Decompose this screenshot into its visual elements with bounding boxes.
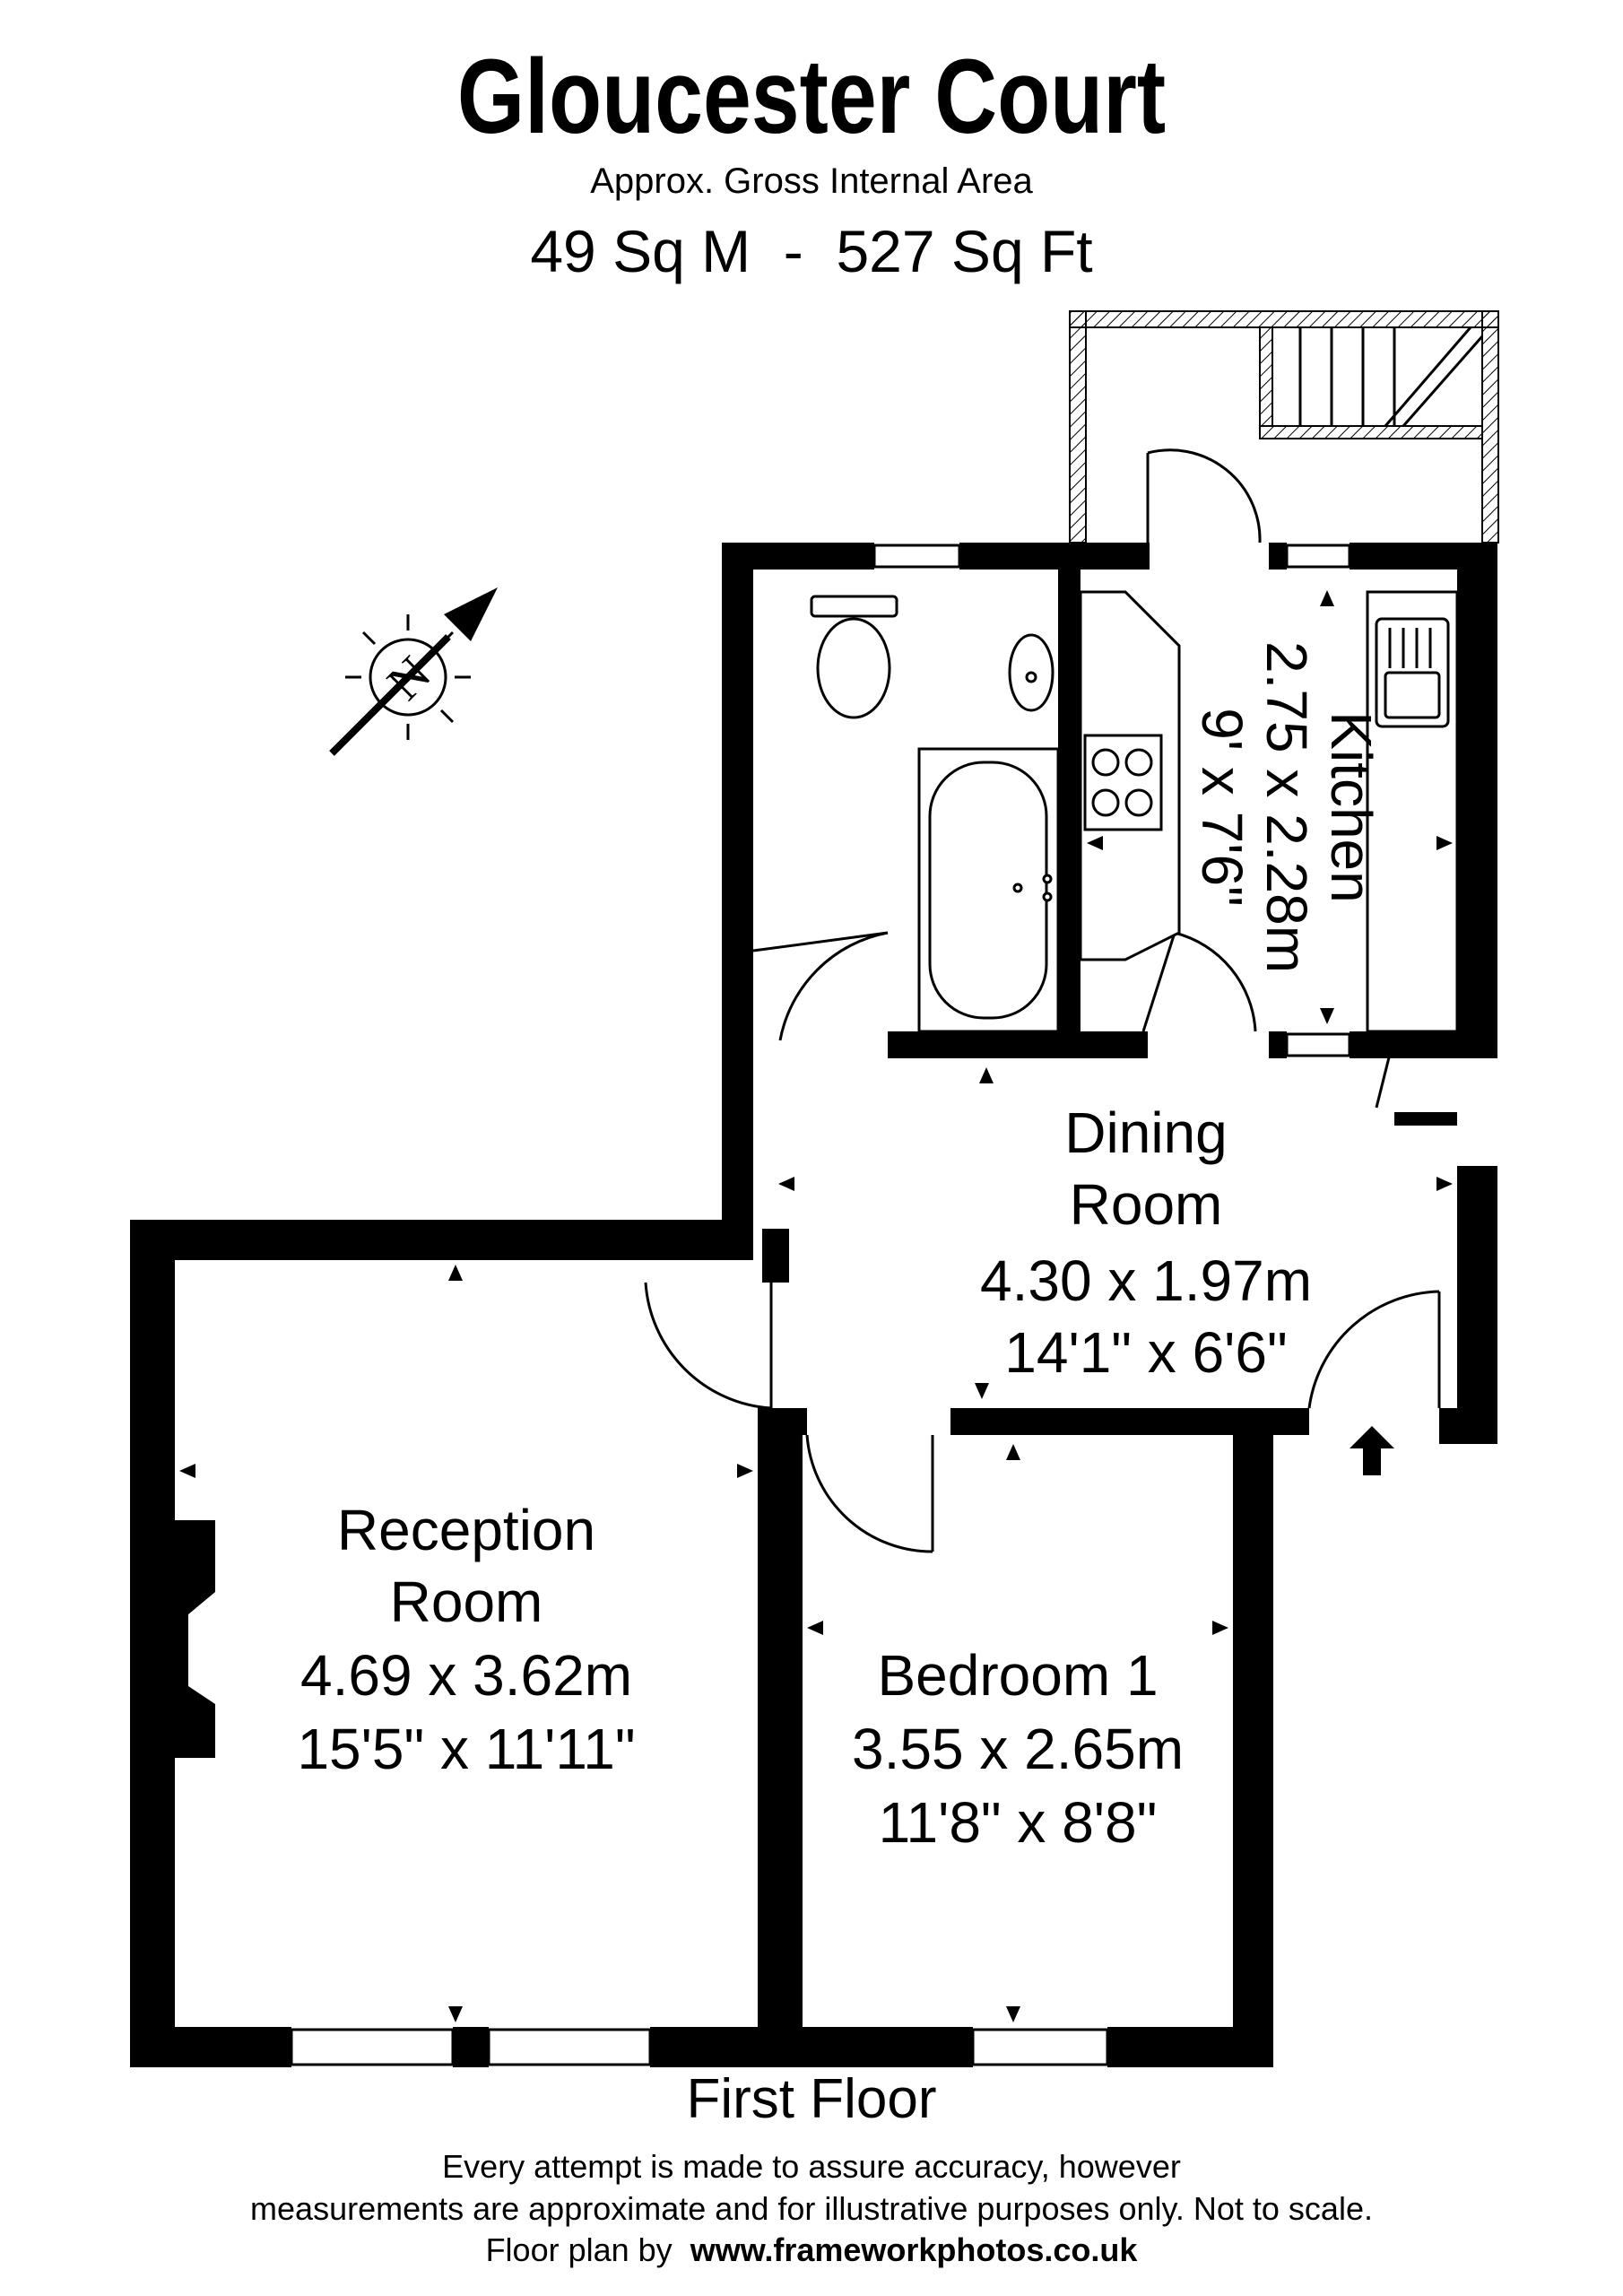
floor-label: First Floor: [686, 2068, 937, 2130]
bedroom1-name: Bedroom 1: [877, 1643, 1158, 1708]
kitchen-name: Kitchen: [1319, 711, 1384, 902]
door-swings: [644, 448, 1441, 1553]
reception-metric: 4.69 x 3.62m: [300, 1643, 632, 1708]
windows: [290, 544, 1351, 2066]
reception-name-line2: Room: [390, 1570, 543, 1634]
dining-imperial: 14'1" x 6'6": [1004, 1320, 1287, 1385]
compass: N: [329, 587, 498, 756]
compass-arrow-icon: [444, 587, 498, 641]
area-value: 49 Sq M - 527 Sq Ft: [530, 218, 1093, 284]
credit-line: Floor plan by www.frameworkphotos.co.uk: [0, 2231, 1623, 2269]
dining-name-line1: Dining: [1064, 1100, 1227, 1165]
disclaimer-line1: Every attempt is made to assure accuracy…: [442, 2148, 1181, 2185]
kitchen-label: Kitchen 2.75 x 2.28m 9' x 7'6": [1190, 641, 1384, 973]
walls: [130, 543, 1497, 2067]
area-label: Approx. Gross Internal Area: [590, 161, 1033, 201]
stair-treads: [1298, 326, 1484, 427]
bedroom1-metric: 3.55 x 2.65m: [852, 1717, 1184, 1781]
bathroom-fixtures: [810, 595, 1060, 1033]
dining-name-line2: Room: [1070, 1172, 1223, 1237]
kitchen-metric: 2.75 x 2.28m: [1254, 641, 1319, 973]
reception-name-line1: Reception: [337, 1498, 595, 1562]
landing-stairs: [1069, 310, 1499, 544]
credit-link[interactable]: www.frameworkphotos.co.uk: [690, 2231, 1138, 2268]
kitchen-fixtures: [1079, 590, 1459, 1033]
page-title: Gloucester Court: [456, 38, 1167, 156]
dimension-markers: [179, 590, 1453, 2022]
credit-prefix: Floor plan by: [485, 2231, 673, 2268]
bedroom1-imperial: 11'8" x 8'8": [879, 1790, 1158, 1855]
entrance-arrow: [1350, 1426, 1394, 1475]
kitchen-imperial: 9' x 7'6": [1190, 708, 1254, 907]
reception-imperial: 15'5" x 11'11": [297, 1717, 635, 1781]
dining-metric: 4.30 x 1.97m: [980, 1248, 1312, 1313]
disclaimer-line2: measurements are approximate and for ill…: [250, 2190, 1373, 2227]
